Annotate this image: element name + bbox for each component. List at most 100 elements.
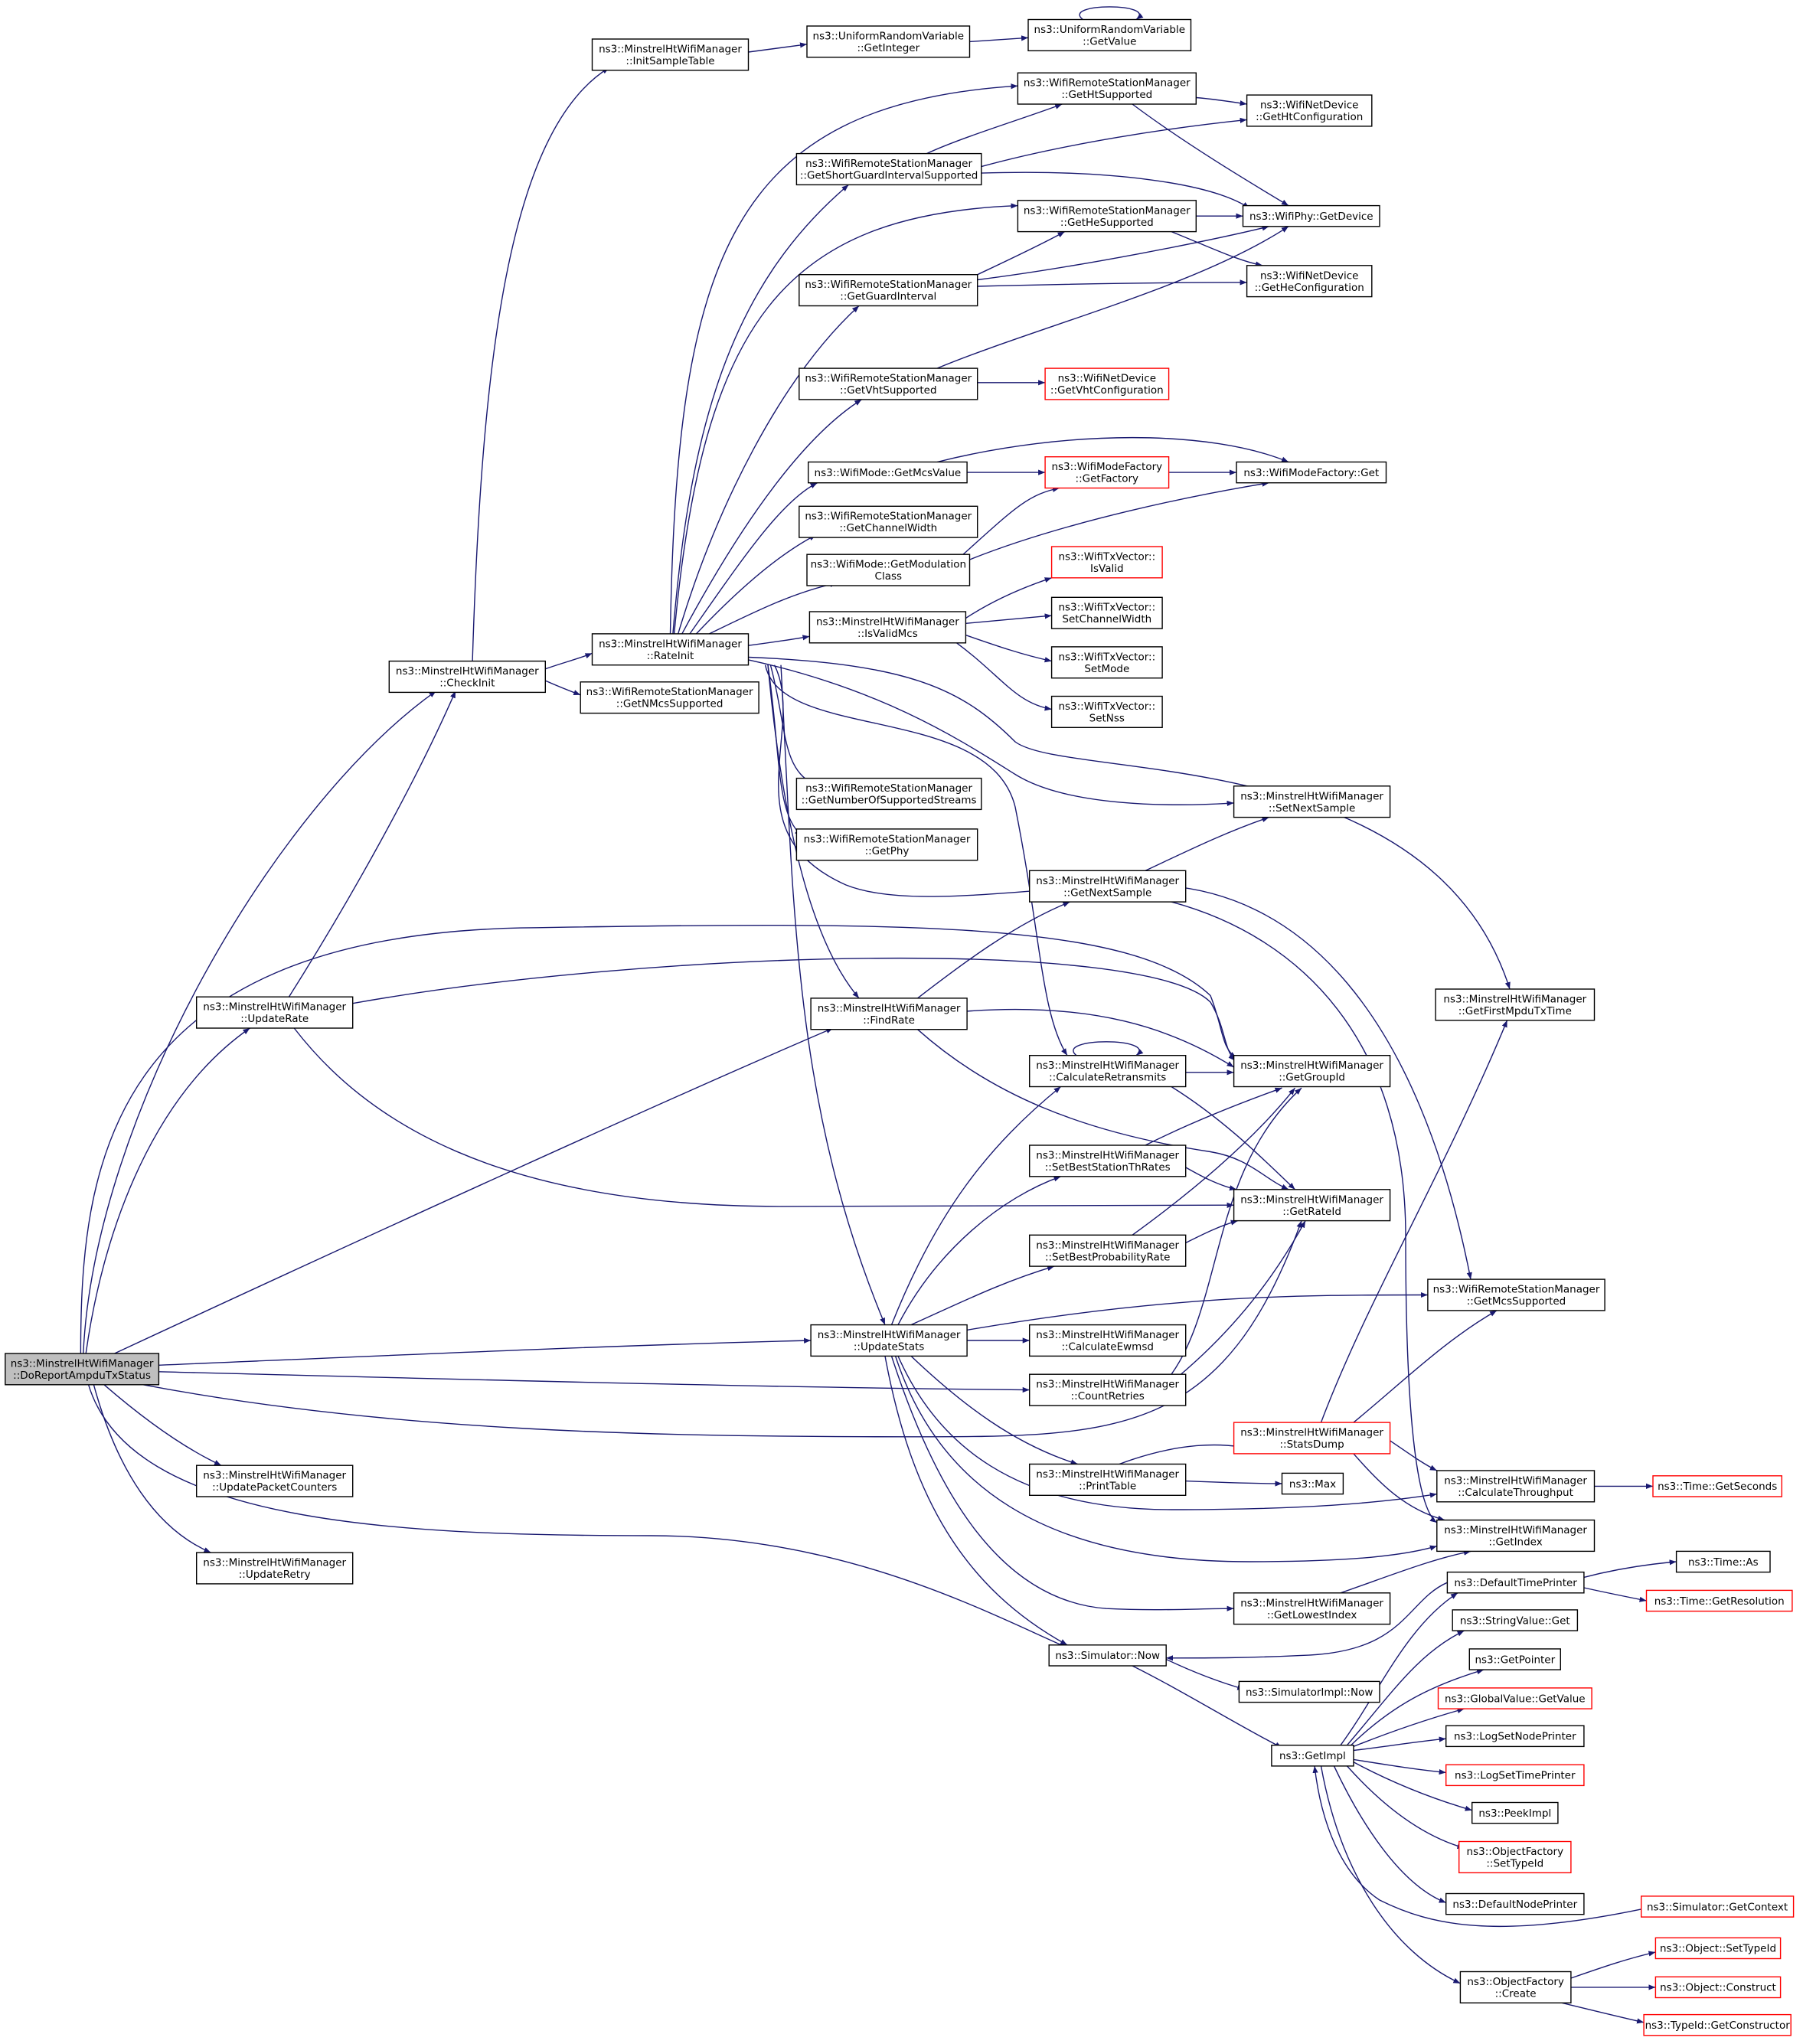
node-WifiModeFactoryGet[interactable]: ns3::WifiModeFactory::Get [1236,461,1387,484]
edge-GetHtSupported-to-GetHtConfiguration [1196,96,1247,106]
node-CalculateThroughput[interactable]: ns3::MinstrelHtWifiManager::CalculateThr… [1436,1470,1596,1503]
node-GetImpl[interactable]: ns3::GetImpl [1271,1744,1354,1767]
node-GetInteger[interactable]: ns3::UniformRandomVariable::GetInteger [806,25,971,58]
node-DefaultTimePrinter[interactable]: ns3::DefaultTimePrinter [1446,1571,1585,1594]
node-GetNMcsSupported[interactable]: ns3::WifiRemoteStationManager::GetNMcsSu… [580,681,759,714]
node-label: ns3::LogSetNodePrinter [1454,1731,1576,1743]
node-SetNss[interactable]: ns3::WifiTxVector::SetNss [1050,695,1163,728]
node-SetBestStationThRates[interactable]: ns3::MinstrelHtWifiManager::SetBestStati… [1028,1144,1187,1177]
node-SimulatorNow[interactable]: ns3::Simulator::Now [1048,1644,1167,1667]
node-StringValueGet[interactable]: ns3::StringValue::Get [1452,1609,1579,1631]
node-box [1027,18,1192,51]
node-GetNumberOfSupportedStreams[interactable]: ns3::WifiRemoteStationManager::GetNumber… [795,777,982,811]
edge-GetModulationClass-to-WifiModeFactoryGet [969,481,1269,560]
node-SetBestProbabilityRate[interactable]: ns3::MinstrelHtWifiManager::SetBestProba… [1028,1234,1187,1267]
node-label: ::GetRateId [1282,1206,1341,1218]
node-label: ::GetVhtConfiguration [1050,384,1164,397]
node-IsValidMcs[interactable]: ns3::MinstrelHtWifiManager::IsValidMcs [808,611,967,644]
node-GetFirstMpduTxTime[interactable]: ns3::MinstrelHtWifiManager::GetFirstMpdu… [1435,988,1596,1021]
node-GetGroupId[interactable]: ns3::MinstrelHtWifiManager::GetGroupId [1233,1054,1391,1088]
node-UpdateStats[interactable]: ns3::MinstrelHtWifiManager::UpdateStats [810,1324,968,1357]
node-SetMode[interactable]: ns3::WifiTxVector::SetMode [1050,646,1163,679]
node-GetSeconds[interactable]: ns3::Time::GetSeconds [1652,1475,1783,1497]
node-Max[interactable]: ns3::Max [1281,1472,1344,1495]
node-CalculateEwmsd[interactable]: ns3::MinstrelHtWifiManager::CalculateEwm… [1028,1324,1187,1357]
node-label: ns3::MinstrelHtWifiManager [1444,1475,1587,1487]
edge-InitSampleTable-to-GetInteger [748,42,808,53]
node-box [810,1324,968,1357]
node-CheckInit[interactable]: ns3::MinstrelHtWifiManager::CheckInit [388,660,546,694]
node-label: ns3::MinstrelHtWifiManager [1036,1060,1179,1072]
node-UpdateRetry[interactable]: ns3::MinstrelHtWifiManager::UpdateRetry [196,1552,354,1585]
node-GetHtConfiguration[interactable]: ns3::WifiNetDevice::GetHtConfiguration [1246,94,1373,127]
node-FindRate[interactable]: ns3::MinstrelHtWifiManager::FindRate [810,998,968,1030]
node-label: ::UpdateStats [854,1341,924,1353]
node-label: ns3::Time::GetSeconds [1658,1481,1777,1493]
node-ObjConstruct[interactable]: ns3::Object::Construct [1654,1976,1782,1999]
node-LogSetNodePrinter[interactable]: ns3::LogSetNodePrinter [1445,1725,1585,1748]
node-InitSampleTable[interactable]: ns3::MinstrelHtWifiManager::InitSampleTa… [591,38,750,71]
node-LogSetTimePrinter[interactable]: ns3::LogSetTimePrinter [1445,1764,1585,1787]
node-label: ns3::ObjectFactory [1467,1846,1564,1858]
node-PrintTable[interactable]: ns3::MinstrelHtWifiManager::PrintTable [1028,1463,1187,1496]
node-GetHeConfiguration[interactable]: ns3::WifiNetDevice::GetHeConfiguration [1246,265,1373,298]
node-SimulatorImplNow[interactable]: ns3::SimulatorImpl::Now [1238,1680,1380,1703]
node-label: ns3::LogSetTimePrinter [1455,1770,1576,1782]
node-GetContext[interactable]: ns3::Simulator::GetContext [1640,1895,1795,1918]
node-GetPointer[interactable]: ns3::GetPointer [1468,1648,1562,1670]
node-GetRateId[interactable]: ns3::MinstrelHtWifiManager::GetRateId [1233,1189,1391,1222]
node-GlobalValueGetValue[interactable]: ns3::GlobalValue::GetValue [1437,1687,1592,1709]
node-SetChannelWidth[interactable]: ns3::WifiTxVector::SetChannelWidth [1050,596,1163,629]
node-GetIndex[interactable]: ns3::MinstrelHtWifiManager::GetIndex [1436,1519,1596,1553]
node-SetNextSample[interactable]: ns3::MinstrelHtWifiManager::SetNextSampl… [1233,785,1391,818]
node-GetFactory[interactable]: ns3::WifiModeFactory::GetFactory [1044,456,1170,489]
edge-GetImpl-to-OFCreate [1320,1765,1461,1984]
node-GetHtSupported[interactable]: ns3::WifiRemoteStationManager::GetHtSupp… [1017,72,1197,105]
node-GetNextSample[interactable]: ns3::MinstrelHtWifiManager::GetNextSampl… [1028,870,1187,903]
node-OFSetTypeId[interactable]: ns3::ObjectFactory::SetTypeId [1458,1840,1572,1873]
node-box [1458,1840,1572,1873]
node-WifiPhyGetDevice[interactable]: ns3::WifiPhy::GetDevice [1242,204,1380,227]
node-box [1437,1687,1592,1709]
edge-CalculateRetransmits-to-CalculateRetransmits [1073,1041,1144,1056]
node-label: ns3::MinstrelHtWifiManager [1036,1329,1179,1341]
node-label: ::CalculateThroughput [1458,1487,1573,1499]
node-TxIsValid[interactable]: ns3::WifiTxVector::IsValid [1050,546,1163,579]
node-GetValue[interactable]: ns3::UniformRandomVariable::GetValue [1027,18,1192,51]
node-GetConstructor[interactable]: ns3::TypeId::GetConstructor [1643,2013,1792,2036]
node-RateInit[interactable]: ns3::MinstrelHtWifiManager::RateInit [591,633,750,666]
node-GetLowestIndex[interactable]: ns3::MinstrelHtWifiManager::GetLowestInd… [1233,1592,1391,1625]
node-GetPhy[interactable]: ns3::WifiRemoteStationManager::GetPhy [795,828,978,861]
node-StatsDump[interactable]: ns3::MinstrelHtWifiManager::StatsDump [1233,1422,1391,1455]
node-box [799,274,978,307]
edge-GetNextSample-to-GetIndex [1171,901,1438,1523]
node-GetVhtSupported[interactable]: ns3::WifiRemoteStationManager::GetVhtSup… [799,367,978,400]
node-CountRetries[interactable]: ns3::MinstrelHtWifiManager::CountRetries [1028,1373,1187,1406]
node-label: ::GetIndex [1488,1536,1542,1549]
node-GetResolution[interactable]: ns3::Time::GetResolution [1645,1589,1793,1612]
node-PeekImpl[interactable]: ns3::PeekImpl [1471,1801,1559,1824]
node-GetShortGuardIntervalSupported[interactable]: ns3::WifiRemoteStationManager::GetShortG… [795,152,982,186]
node-GetMcsValue[interactable]: ns3::WifiMode::GetMcsValue [807,461,968,484]
node-OFCreate[interactable]: ns3::ObjectFactory::Create [1459,1971,1572,2003]
edge-FindRate-to-GetNextSample [917,901,1070,999]
node-DoReportAmpduTxStatus[interactable]: ns3::MinstrelHtWifiManager::DoReportAmpd… [5,1353,160,1386]
edge-RateInit-to-UpdateStats [780,664,886,1325]
node-UpdateRate[interactable]: ns3::MinstrelHtWifiManager::UpdateRate [196,996,354,1029]
node-GetVhtConfiguration[interactable]: ns3::WifiNetDevice::GetVhtConfiguration [1044,367,1170,400]
edge-RateInit-to-GetFirstMpduTxTime [748,656,1511,990]
node-TimeAs[interactable]: ns3::Time::As [1675,1550,1771,1573]
node-GetChannelWidth[interactable]: ns3::WifiRemoteStationManager::GetChanne… [799,505,978,538]
edge-RateInit-to-GetPhy [767,664,802,836]
node-GetGuardInterval[interactable]: ns3::WifiRemoteStationManager::GetGuardI… [799,274,978,307]
edge-GetContext-to-GetImpl [1312,1765,1641,1928]
node-DefaultNodePrinter[interactable]: ns3::DefaultNodePrinter [1445,1892,1585,1915]
node-UpdatePacketCounters[interactable]: ns3::MinstrelHtWifiManager::UpdatePacket… [196,1464,354,1497]
node-CalculateRetransmits[interactable]: ns3::MinstrelHtWifiManager::CalculateRet… [1028,1054,1187,1088]
node-ObjSetTypeId[interactable]: ns3::Object::SetTypeId [1654,1937,1782,1960]
node-GetHeSupported[interactable]: ns3::WifiRemoteStationManager::GetHeSupp… [1017,200,1197,233]
node-GetMcsSupported[interactable]: ns3::WifiRemoteStationManager::GetMcsSup… [1427,1278,1605,1311]
node-label: ns3::WifiPhy::GetDevice [1249,211,1373,223]
node-label: ns3::MinstrelHtWifiManager [599,44,742,56]
